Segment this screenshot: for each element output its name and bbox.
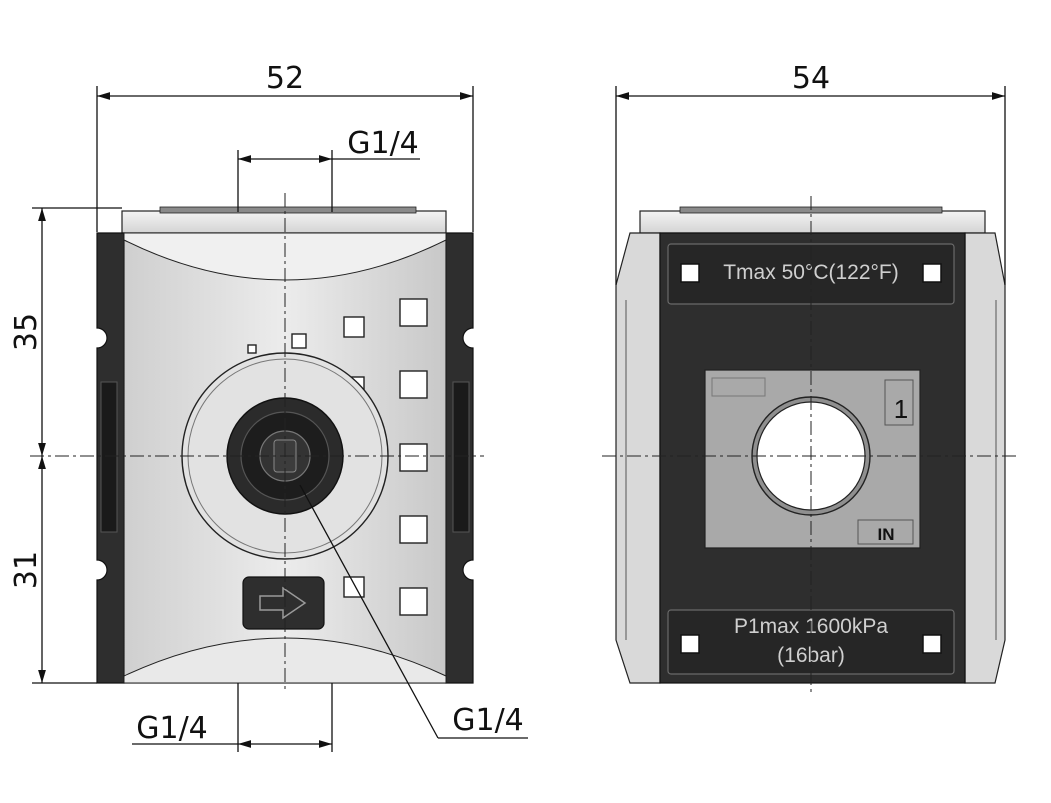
dim-thread-leader: G1/4 <box>452 703 524 738</box>
dimension-35: 35 <box>9 207 122 456</box>
dim-height-lower: 31 <box>9 551 44 589</box>
inlet-label: IN <box>878 525 895 544</box>
dimension-thread-leader: G1/4 <box>299 484 528 739</box>
dimension-31: 31 <box>9 456 97 684</box>
dimension-52: 52 <box>96 61 474 232</box>
front-mounting-squares <box>247 298 428 616</box>
dimension-thread-top: G1/4 <box>237 126 420 212</box>
port-number: 1 <box>894 394 908 424</box>
dim-width-side: 54 <box>792 61 830 96</box>
dim-thread-bottom: G1/4 <box>136 711 208 746</box>
dim-height-upper: 35 <box>9 313 44 351</box>
center-lines <box>30 193 1016 696</box>
dimension-thread-bottom: G1/4 <box>132 683 333 752</box>
side-right-wall <box>964 232 1006 684</box>
flow-direction-arrow-icon <box>242 576 325 630</box>
dim-thread-top: G1/4 <box>347 126 419 161</box>
front-top-cap <box>121 210 447 234</box>
side-top-cap <box>639 210 986 234</box>
dim-width-front: 52 <box>266 61 304 96</box>
dimension-54: 54 <box>615 61 1006 285</box>
side-left-wall <box>615 232 661 684</box>
